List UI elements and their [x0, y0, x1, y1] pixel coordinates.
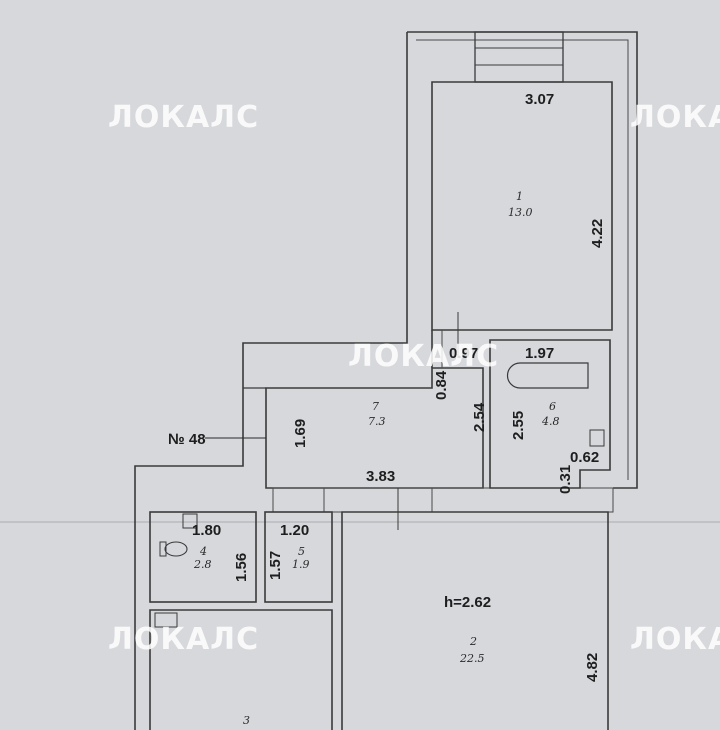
room-1-area: 13.0 — [508, 206, 533, 219]
dim-wc-height: 1.56 — [233, 553, 250, 582]
vent-icon — [182, 513, 198, 529]
watermark-bottom-left: ЛОКАЛС — [108, 622, 259, 657]
room-2-area: 22.5 — [459, 652, 485, 665]
room-4-outline — [149, 511, 257, 603]
watermark-top-left: ЛОКАЛС — [108, 100, 259, 135]
room-5-area: 1.9 — [292, 558, 310, 571]
room-1-number: 1 — [516, 190, 523, 203]
dim-bath-left: 2.54 — [471, 402, 488, 432]
watermark-bottom-right: ЛОКАЛС — [630, 622, 720, 657]
dim-bath-right: 2.55 — [510, 411, 527, 440]
room-2-outline — [341, 511, 609, 730]
room-1-outline — [431, 81, 613, 331]
outer-wall-inner — [416, 39, 629, 480]
sink-icon — [589, 429, 605, 447]
ceiling-height: h=2.62 — [444, 594, 491, 611]
dim-hall-height: 1.69 — [292, 419, 309, 448]
dim-room5-height: 1.57 — [267, 551, 284, 580]
dim-bath-width: 1.97 — [525, 345, 554, 362]
dim-room2-length: 4.82 — [584, 653, 601, 682]
apartment-label: № 48 — [168, 431, 206, 448]
room-5-outline — [264, 511, 333, 603]
room-7-number: 7 — [372, 400, 379, 413]
dim-room1-length: 4.22 — [589, 219, 606, 248]
dim-hall-wall: 0.84 — [433, 370, 450, 400]
room-3-number: 3 — [243, 714, 250, 727]
dim-room5-width: 1.20 — [280, 522, 309, 539]
room-6-outline — [489, 339, 611, 489]
room-4-area: 2.8 — [193, 558, 212, 571]
room-6-area: 4.8 — [541, 415, 560, 428]
dim-bath-small-h: 0.31 — [557, 465, 574, 494]
room-4-number: 4 — [199, 545, 207, 558]
toilet-icon — [159, 541, 188, 557]
dim-bath-small-w: 0.62 — [570, 449, 599, 466]
dim-wc-width: 1.80 — [192, 522, 221, 539]
room-2-number: 2 — [469, 635, 477, 648]
room-5-number: 5 — [298, 545, 305, 558]
hall-outline — [265, 367, 484, 489]
dim-hall-small: 0.97 — [449, 345, 478, 362]
dim-room1-width: 3.07 — [525, 91, 554, 108]
bathtub-icon — [506, 362, 589, 389]
room-7-area: 7.3 — [368, 415, 386, 428]
watermark-top-right: ЛОКАЛС — [630, 100, 720, 135]
room-6-number: 6 — [549, 400, 556, 413]
dim-hall-width: 3.83 — [366, 468, 395, 485]
room-3-vent-icon — [154, 612, 178, 628]
room-3-outline — [149, 609, 333, 730]
watermark-center: ЛОКАЛС — [348, 339, 499, 374]
